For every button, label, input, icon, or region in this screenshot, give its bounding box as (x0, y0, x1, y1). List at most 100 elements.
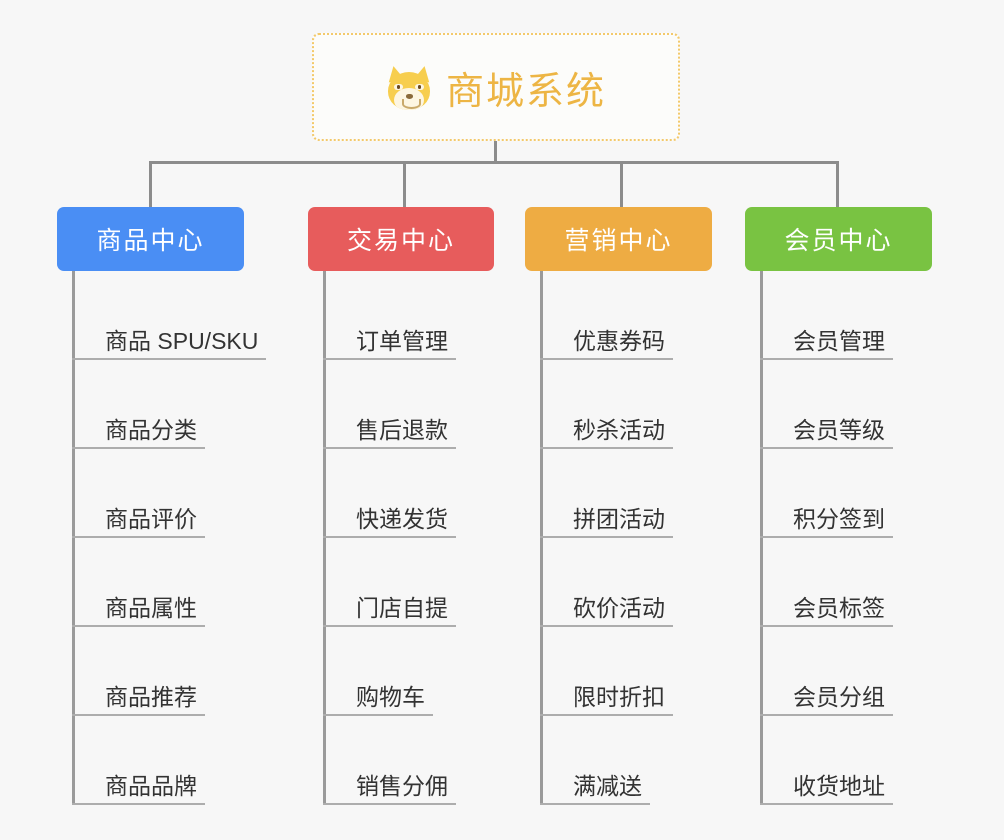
leaf-item-label: 销售分佣 (356, 772, 448, 799)
leaf-item-label: 快递发货 (356, 505, 448, 532)
leaf-item-underline (72, 358, 266, 360)
leaf-item[interactable]: 限时折扣 (540, 627, 712, 716)
leaf-item-underline (760, 803, 893, 805)
category-label: 会员中心 (784, 227, 893, 255)
leaf-item-label: 拼团活动 (573, 505, 665, 532)
leaf-item-label: 满减送 (573, 772, 642, 799)
leaf-item-underline (323, 536, 456, 538)
leaf-item-underline (72, 536, 205, 538)
leaf-item[interactable]: 购物车 (323, 627, 494, 716)
leaf-item-underline (760, 358, 893, 360)
leaf-item-underline (72, 714, 205, 716)
leaf-list-marketing-center: 优惠券码秒杀活动拼团活动砍价活动限时折扣满减送 (540, 271, 712, 805)
leaf-item[interactable]: 商品 SPU/SKU (72, 271, 266, 360)
leaf-item-label: 售后退款 (356, 416, 448, 443)
leaf-item[interactable]: 会员分组 (760, 627, 932, 716)
leaf-item-underline (540, 625, 673, 627)
leaf-item[interactable]: 门店自提 (323, 538, 494, 627)
leaf-item[interactable]: 商品品牌 (72, 716, 244, 805)
leaf-item-label: 商品分类 (105, 416, 197, 443)
category-label: 交易中心 (346, 227, 455, 255)
leaf-item-underline (323, 625, 456, 627)
leaf-item-underline (760, 714, 893, 716)
connector-drop-product-center (149, 161, 152, 207)
leaf-item-underline (540, 358, 673, 360)
column-trade-center: 交易中心订单管理售后退款快递发货门店自提购物车销售分佣 (308, 207, 494, 805)
leaf-item-label: 会员管理 (793, 327, 885, 354)
connector-drop-trade-center (403, 161, 406, 207)
leaf-item[interactable]: 会员标签 (760, 538, 932, 627)
leaf-item[interactable]: 商品推荐 (72, 627, 244, 716)
leaf-item-label: 砍价活动 (573, 594, 665, 621)
leaf-item-underline (323, 358, 456, 360)
leaf-item[interactable]: 商品分类 (72, 360, 244, 449)
leaf-item-label: 商品属性 (105, 594, 197, 621)
leaf-item-label: 秒杀活动 (573, 416, 665, 443)
leaf-item[interactable]: 会员管理 (760, 271, 932, 360)
leaf-item-underline (760, 447, 893, 449)
leaf-item-label: 会员分组 (793, 683, 885, 710)
leaf-item-label: 订单管理 (356, 327, 448, 354)
leaf-item-underline (540, 447, 673, 449)
leaf-item[interactable]: 拼团活动 (540, 449, 712, 538)
leaf-item-underline (540, 536, 673, 538)
leaf-item[interactable]: 砍价活动 (540, 538, 712, 627)
leaf-item-underline (323, 803, 456, 805)
category-label: 商品中心 (96, 227, 205, 255)
connector-root-stem (494, 141, 497, 163)
leaf-item[interactable]: 商品属性 (72, 538, 244, 627)
leaf-item[interactable]: 收货地址 (760, 716, 932, 805)
leaf-item-underline (72, 447, 205, 449)
leaf-item-label: 会员标签 (793, 594, 885, 621)
leaf-item-label: 购物车 (356, 683, 425, 710)
leaf-item-underline (323, 714, 433, 716)
leaf-item[interactable]: 会员等级 (760, 360, 932, 449)
leaf-item-underline (760, 536, 893, 538)
leaf-item-underline (760, 625, 893, 627)
leaf-item-underline (323, 447, 456, 449)
connector-horizontal-bus (149, 161, 839, 164)
leaf-list-trade-center: 订单管理售后退款快递发货门店自提购物车销售分佣 (323, 271, 494, 805)
leaf-item[interactable]: 秒杀活动 (540, 360, 712, 449)
leaf-item-underline (72, 803, 205, 805)
category-box-member-center[interactable]: 会员中心 (745, 207, 932, 271)
leaf-item[interactable]: 满减送 (540, 716, 712, 805)
connector-drop-member-center (836, 161, 839, 207)
leaf-item-label: 限时折扣 (573, 683, 665, 710)
column-member-center: 会员中心会员管理会员等级积分签到会员标签会员分组收货地址 (745, 207, 932, 805)
connector-trunk-trade-center (323, 271, 326, 805)
leaf-item-label: 商品评价 (105, 505, 197, 532)
leaf-item-label: 优惠券码 (573, 327, 665, 354)
leaf-item-underline (540, 803, 650, 805)
category-box-trade-center[interactable]: 交易中心 (308, 207, 494, 271)
leaf-item-label: 商品推荐 (105, 683, 197, 710)
leaf-item-label: 会员等级 (793, 416, 885, 443)
leaf-item-underline (540, 714, 673, 716)
connector-trunk-member-center (760, 271, 763, 805)
leaf-item[interactable]: 优惠券码 (540, 271, 712, 360)
leaf-item[interactable]: 订单管理 (323, 271, 494, 360)
connector-trunk-marketing-center (540, 271, 543, 805)
leaf-item[interactable]: 快递发货 (323, 449, 494, 538)
root-title: 商城系统 (445, 70, 606, 113)
category-box-marketing-center[interactable]: 营销中心 (525, 207, 712, 271)
leaf-item[interactable]: 积分签到 (760, 449, 932, 538)
leaf-item[interactable]: 售后退款 (323, 360, 494, 449)
leaf-item-label: 门店自提 (356, 594, 448, 621)
category-box-product-center[interactable]: 商品中心 (57, 207, 244, 271)
root-node[interactable]: 商城系统 (312, 33, 680, 141)
leaf-item-label: 商品 SPU/SKU (105, 327, 259, 354)
leaf-item-label: 积分签到 (793, 505, 885, 532)
connector-trunk-product-center (72, 271, 75, 805)
leaf-item-label: 收货地址 (793, 772, 885, 799)
column-marketing-center: 营销中心优惠券码秒杀活动拼团活动砍价活动限时折扣满减送 (525, 207, 712, 805)
connector-drop-marketing-center (620, 161, 623, 207)
shiba-dog-face-icon (385, 64, 433, 110)
leaf-item-label: 商品品牌 (105, 772, 197, 799)
leaf-list-member-center: 会员管理会员等级积分签到会员标签会员分组收货地址 (760, 271, 932, 805)
leaf-item[interactable]: 销售分佣 (323, 716, 494, 805)
leaf-item[interactable]: 商品评价 (72, 449, 244, 538)
category-label: 营销中心 (564, 227, 673, 255)
column-product-center: 商品中心商品 SPU/SKU 商品分类商品评价商品属性商品推荐商品品牌 (57, 207, 266, 805)
